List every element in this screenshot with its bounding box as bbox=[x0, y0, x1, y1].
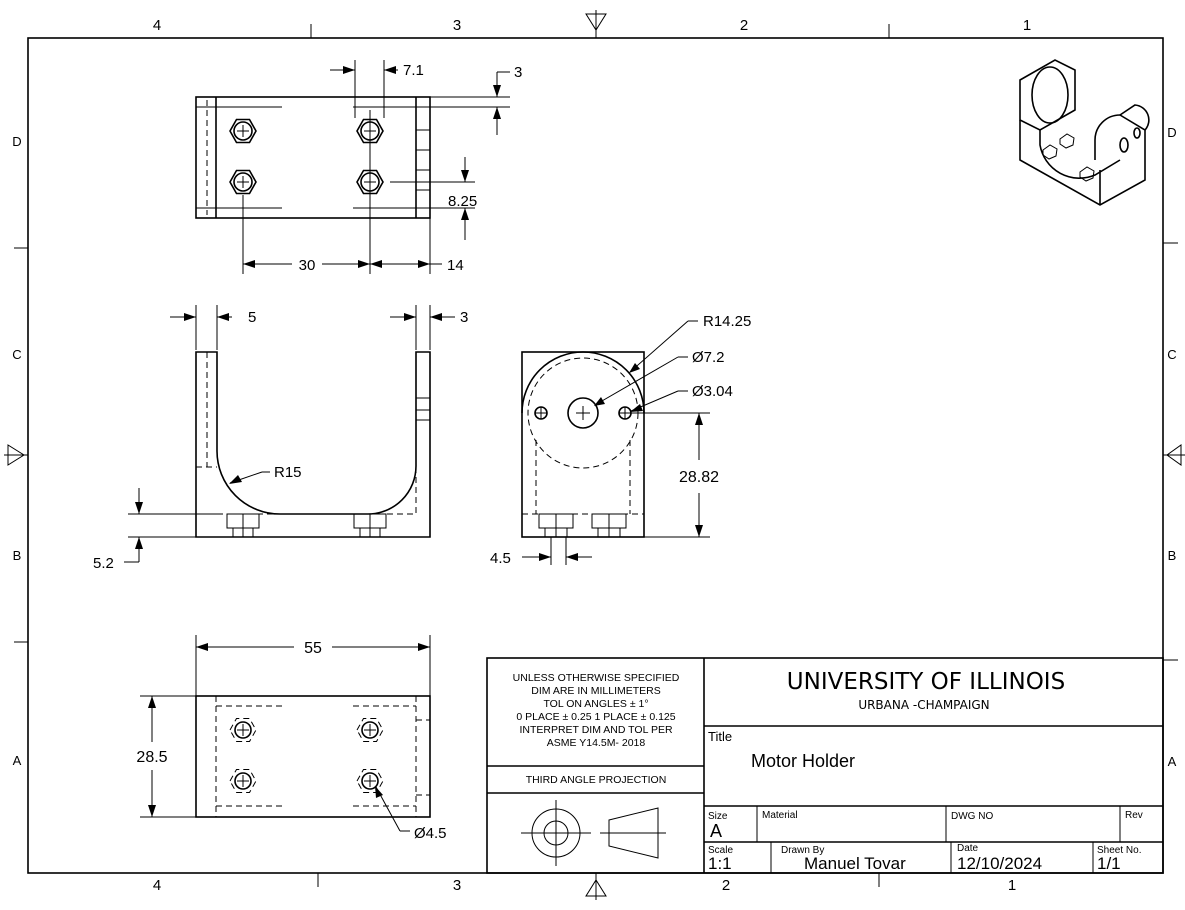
zone-row-right: A bbox=[1168, 754, 1177, 769]
bolt-hole bbox=[356, 718, 384, 742]
nut-profile bbox=[591, 513, 627, 538]
nut-profile bbox=[538, 513, 574, 538]
dim-text: 8.25 bbox=[448, 193, 477, 210]
zone-col-top: 2 bbox=[740, 17, 748, 34]
projection-symbol bbox=[521, 800, 666, 866]
date-value: 12/10/2024 bbox=[957, 854, 1042, 873]
dim-text: 28.82 bbox=[679, 469, 719, 486]
hex-nut bbox=[229, 118, 257, 144]
centering-mark-left bbox=[4, 444, 28, 466]
dim-text: 3 bbox=[514, 64, 522, 81]
zone-row-right: B bbox=[1168, 548, 1177, 563]
zone-col-bottom: 3 bbox=[453, 877, 461, 894]
tolerance-note: UNLESS OTHERWISE SPECIFIED bbox=[513, 672, 680, 684]
dim-text: 30 bbox=[299, 257, 316, 274]
drawn-by-value: Manuel Tovar bbox=[804, 854, 906, 873]
projection-label: THIRD ANGLE PROJECTION bbox=[526, 774, 667, 786]
zone-labels: 4 3 2 1 4 3 2 1 D C B A D C B A bbox=[12, 17, 1176, 894]
scale-label: Scale bbox=[708, 845, 733, 856]
zone-col-bottom: 4 bbox=[153, 877, 161, 894]
zone-row-left: B bbox=[13, 548, 22, 563]
dim-text: 4.5 bbox=[490, 550, 511, 567]
campus-name: URBANA -CHAMPAIGN bbox=[858, 698, 989, 712]
zone-col-bottom: 1 bbox=[1008, 877, 1016, 894]
tolerance-note: ASME Y14.5M- 2018 bbox=[547, 737, 646, 749]
title-block: UNLESS OTHERWISE SPECIFIED DIM ARE IN MI… bbox=[486, 657, 1164, 874]
dim-text: Ø4.5 bbox=[414, 825, 447, 842]
material-label: Material bbox=[762, 810, 798, 821]
size-label: Size bbox=[708, 811, 728, 822]
tolerance-note: INTERPRET DIM AND TOL PER bbox=[519, 724, 672, 736]
sheet-label: Sheet No. bbox=[1097, 845, 1141, 856]
nut-profile bbox=[226, 513, 260, 538]
bolt-hole bbox=[229, 718, 257, 742]
drawn-by-label: Drawn By bbox=[781, 845, 824, 856]
dim-text: Ø3.04 bbox=[692, 383, 733, 400]
drawing-title: Motor Holder bbox=[751, 751, 855, 771]
side-view: R14.25 Ø7.2 Ø3.04 28.82 4.5 bbox=[490, 313, 751, 567]
date-label: Date bbox=[957, 843, 979, 854]
isometric-view bbox=[1019, 59, 1150, 206]
dim-text: 5.2 bbox=[93, 555, 114, 572]
front-view: 5 3 R15 5.2 bbox=[93, 305, 468, 572]
zone-row-left: C bbox=[12, 347, 21, 362]
centering-mark-top bbox=[585, 10, 607, 38]
zone-col-bottom: 2 bbox=[722, 877, 730, 894]
dim-text: 3 bbox=[460, 309, 468, 326]
dim-text: 7.1 bbox=[403, 62, 424, 79]
zone-col-top: 4 bbox=[153, 17, 161, 34]
zone-col-top: 3 bbox=[453, 17, 461, 34]
tolerance-note: 0 PLACE ± 0.25 1 PLACE ± 0.125 bbox=[516, 711, 675, 723]
bottom-view: 55 28.5 Ø4.5 bbox=[136, 635, 447, 842]
dim-text: 28.5 bbox=[136, 749, 167, 766]
rev-label: Rev bbox=[1125, 810, 1143, 821]
bolt-hole bbox=[356, 769, 384, 793]
dim-text: R14.25 bbox=[703, 313, 751, 330]
zone-row-right: D bbox=[1167, 125, 1176, 140]
dim-text: Ø7.2 bbox=[692, 349, 725, 366]
centering-mark-right bbox=[1163, 444, 1185, 466]
dim-text: 5 bbox=[248, 309, 256, 326]
hex-nut bbox=[229, 169, 257, 195]
zone-row-right: C bbox=[1167, 347, 1176, 362]
sheet-value: 1/1 bbox=[1097, 854, 1121, 873]
centering-mark-bottom bbox=[585, 873, 607, 900]
tolerance-note: DIM ARE IN MILLIMETERS bbox=[531, 685, 661, 697]
zone-row-left: A bbox=[13, 753, 22, 768]
top-view: 7.1 3 8.25 30 14 bbox=[195, 60, 522, 274]
tolerance-note: TOL ON ANGLES ± 1° bbox=[543, 698, 648, 710]
university-name: UNIVERSITY OF ILLINOIS bbox=[787, 669, 1065, 695]
zone-row-left: D bbox=[12, 134, 21, 149]
zone-col-top: 1 bbox=[1023, 17, 1031, 34]
dim-text: 55 bbox=[304, 640, 322, 657]
nut-profile bbox=[353, 513, 387, 538]
dim-text: 14 bbox=[447, 257, 464, 274]
bolt-hole bbox=[229, 769, 257, 793]
dwg-no-label: DWG NO bbox=[951, 811, 993, 822]
size-value: A bbox=[710, 821, 722, 841]
scale-value: 1:1 bbox=[708, 854, 732, 873]
dim-text: R15 bbox=[274, 464, 302, 481]
title-label: Title bbox=[708, 729, 732, 744]
